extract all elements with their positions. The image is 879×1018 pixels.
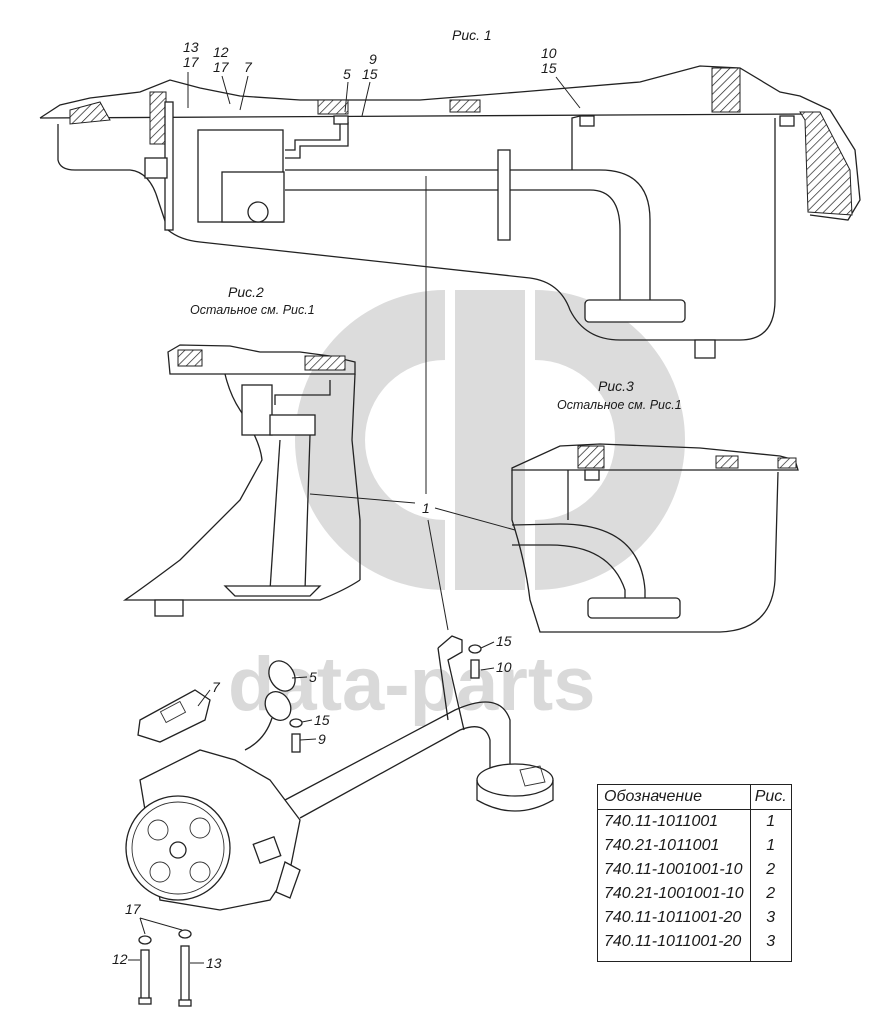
callout-5: 5 bbox=[309, 669, 317, 685]
cell-designation: 740.11-1011001 bbox=[604, 813, 719, 830]
table-header-row: Обозначение Рис. bbox=[597, 784, 792, 810]
cell-figure: 2 bbox=[749, 858, 792, 882]
callout-1-group: 1 bbox=[309, 176, 516, 631]
reference-table: Обозначение Рис. 740.11-1011001 1 740.21… bbox=[597, 784, 792, 962]
figure-3-drawing bbox=[511, 443, 799, 633]
callout-17: 17 bbox=[213, 59, 230, 75]
cell-figure: 3 bbox=[749, 906, 792, 930]
callout-5: 5 bbox=[343, 66, 351, 82]
table-row: 740.21-1011001 1 bbox=[598, 834, 792, 858]
figure-1-callouts: 13 17 12 17 7 9 5 15 10 15 bbox=[183, 39, 581, 117]
figure-3-title: Рис.3 bbox=[598, 378, 634, 394]
callout-17: 17 bbox=[125, 901, 142, 917]
cell-designation: 740.21-1011001 bbox=[604, 837, 720, 854]
callout-15: 15 bbox=[496, 633, 512, 649]
cell-figure: 3 bbox=[749, 930, 792, 962]
exploded-view-drawing bbox=[125, 635, 554, 1007]
exploded-view-callouts: 15 10 5 7 15 9 17 12 13 bbox=[112, 633, 512, 971]
column-header-figure: Рис. bbox=[749, 784, 792, 810]
callout-12: 12 bbox=[112, 951, 128, 967]
callout-13: 13 bbox=[183, 39, 199, 55]
callout-9: 9 bbox=[369, 51, 377, 67]
callout-13: 13 bbox=[206, 955, 222, 971]
cell-designation: 740.21-1001001-10 bbox=[604, 885, 744, 902]
table-row: 740.11-1001001-10 2 bbox=[598, 858, 792, 882]
figure-2-title: Рис.2 bbox=[228, 284, 264, 300]
callout-15: 15 bbox=[541, 60, 557, 76]
figure-3-subtitle: Остальное см. Рис.1 bbox=[557, 398, 682, 412]
figure-1-title: Рис. 1 bbox=[452, 27, 492, 43]
callout-17: 17 bbox=[183, 54, 200, 70]
cell-designation: 740.11-1001001-10 bbox=[604, 861, 743, 878]
cell-figure: 1 bbox=[749, 834, 792, 858]
callout-15: 15 bbox=[314, 712, 330, 728]
cell-designation: 740.11-1011001-20 bbox=[604, 933, 742, 950]
table-row: 740.11-1011001 1 bbox=[598, 809, 792, 834]
callout-9: 9 bbox=[318, 731, 326, 747]
callout-10: 10 bbox=[541, 45, 557, 61]
cell-figure: 2 bbox=[749, 882, 792, 906]
callout-15: 15 bbox=[362, 66, 378, 82]
figure-1-drawing bbox=[39, 65, 861, 359]
callout-7: 7 bbox=[212, 679, 221, 695]
table-row: 740.21-1001001-10 2 bbox=[598, 882, 792, 906]
table-row: 740.11-1011001-20 3 bbox=[598, 906, 792, 930]
callout-7: 7 bbox=[244, 59, 253, 75]
column-header-designation: Обозначение bbox=[597, 784, 751, 810]
table-row: 740.11-1011001-20 3 bbox=[598, 930, 792, 962]
cell-figure: 1 bbox=[749, 809, 792, 834]
callout-10: 10 bbox=[496, 659, 512, 675]
callout-1: 1 bbox=[422, 500, 430, 516]
callout-12: 12 bbox=[213, 44, 229, 60]
figure-2-subtitle: Остальное см. Рис.1 bbox=[190, 303, 315, 317]
figure-2-drawing bbox=[122, 344, 361, 617]
cell-designation: 740.11-1011001-20 bbox=[604, 909, 742, 926]
